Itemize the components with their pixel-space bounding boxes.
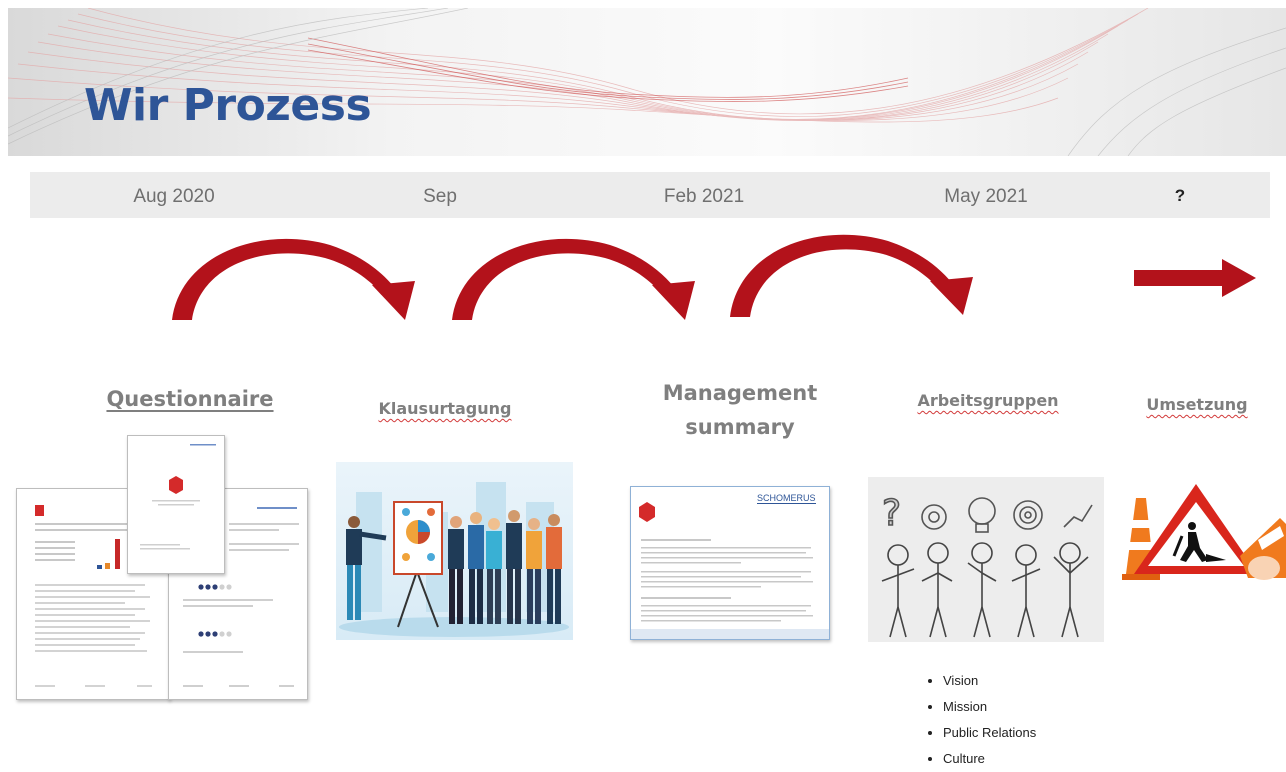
questionnaire-cover-content bbox=[140, 444, 216, 550]
construction-illustration bbox=[1122, 478, 1286, 583]
stage-title-klausurtagung: Klausurtagung bbox=[378, 399, 512, 418]
workgroups-illustration: ? bbox=[868, 477, 1104, 642]
process-arrows bbox=[172, 234, 1256, 320]
workgroup-topic-public-relations: Public Relations bbox=[943, 720, 1036, 746]
workgroup-topics-list: Vision Mission Public Relations Culture bbox=[913, 668, 1036, 772]
workgroup-topic-mission: Mission bbox=[943, 694, 1036, 720]
meeting-illustration bbox=[336, 462, 573, 640]
timeline-date-feb-2021: Feb 2021 bbox=[663, 186, 745, 207]
questionnaire-page-right-content bbox=[183, 507, 299, 687]
stage-title-management-line2: summary bbox=[685, 415, 795, 439]
questionnaire-page-content bbox=[35, 505, 155, 687]
header-banner: Wir Prozess bbox=[8, 8, 1286, 156]
workgroup-topic-culture: Culture bbox=[943, 746, 1036, 772]
construction-sign-icon bbox=[1122, 484, 1286, 580]
stage-umsetzung: Umsetzung bbox=[1122, 388, 1272, 422]
management-summary-content bbox=[631, 502, 829, 639]
stage-management-summary: Management summary bbox=[640, 376, 840, 444]
page-title: Wir Prozess bbox=[84, 80, 372, 131]
stage-questionnaire: Questionnaire bbox=[90, 382, 290, 416]
curved-arrow-icon bbox=[452, 238, 695, 320]
timeline-date-aug-2020: Aug 2020 bbox=[133, 186, 215, 207]
stage-klausurtagung: Klausurtagung bbox=[355, 392, 535, 426]
team-meeting-icon bbox=[339, 482, 569, 637]
straight-arrow-icon bbox=[1134, 259, 1256, 297]
stage-title-questionnaire: Questionnaire bbox=[106, 387, 274, 411]
thinking-people-icon: ? bbox=[881, 492, 1093, 638]
timeline-date-sep: Sep bbox=[423, 186, 457, 207]
management-summary-brand: SCHOMERUS bbox=[757, 493, 816, 504]
stage-title-umsetzung: Umsetzung bbox=[1146, 395, 1248, 414]
stage-arbeitsgruppen: Arbeitsgruppen bbox=[893, 384, 1083, 418]
timeline-date-may-2021: May 2021 bbox=[944, 186, 1028, 207]
stage-title-management-line1: Management bbox=[662, 381, 818, 405]
curved-arrow-icon bbox=[172, 238, 415, 320]
timeline-date-unknown: ? bbox=[1174, 186, 1186, 205]
questionnaire-cover-page bbox=[127, 435, 225, 574]
workgroup-topic-vision: Vision bbox=[943, 668, 1036, 694]
stage-title-arbeitsgruppen: Arbeitsgruppen bbox=[917, 391, 1059, 410]
svg-text:?: ? bbox=[882, 493, 901, 534]
timeline-bar bbox=[30, 172, 1270, 218]
management-summary-document: SCHOMERUS bbox=[630, 486, 830, 640]
wave-decoration bbox=[8, 8, 1286, 156]
curved-arrow-icon bbox=[730, 234, 973, 317]
